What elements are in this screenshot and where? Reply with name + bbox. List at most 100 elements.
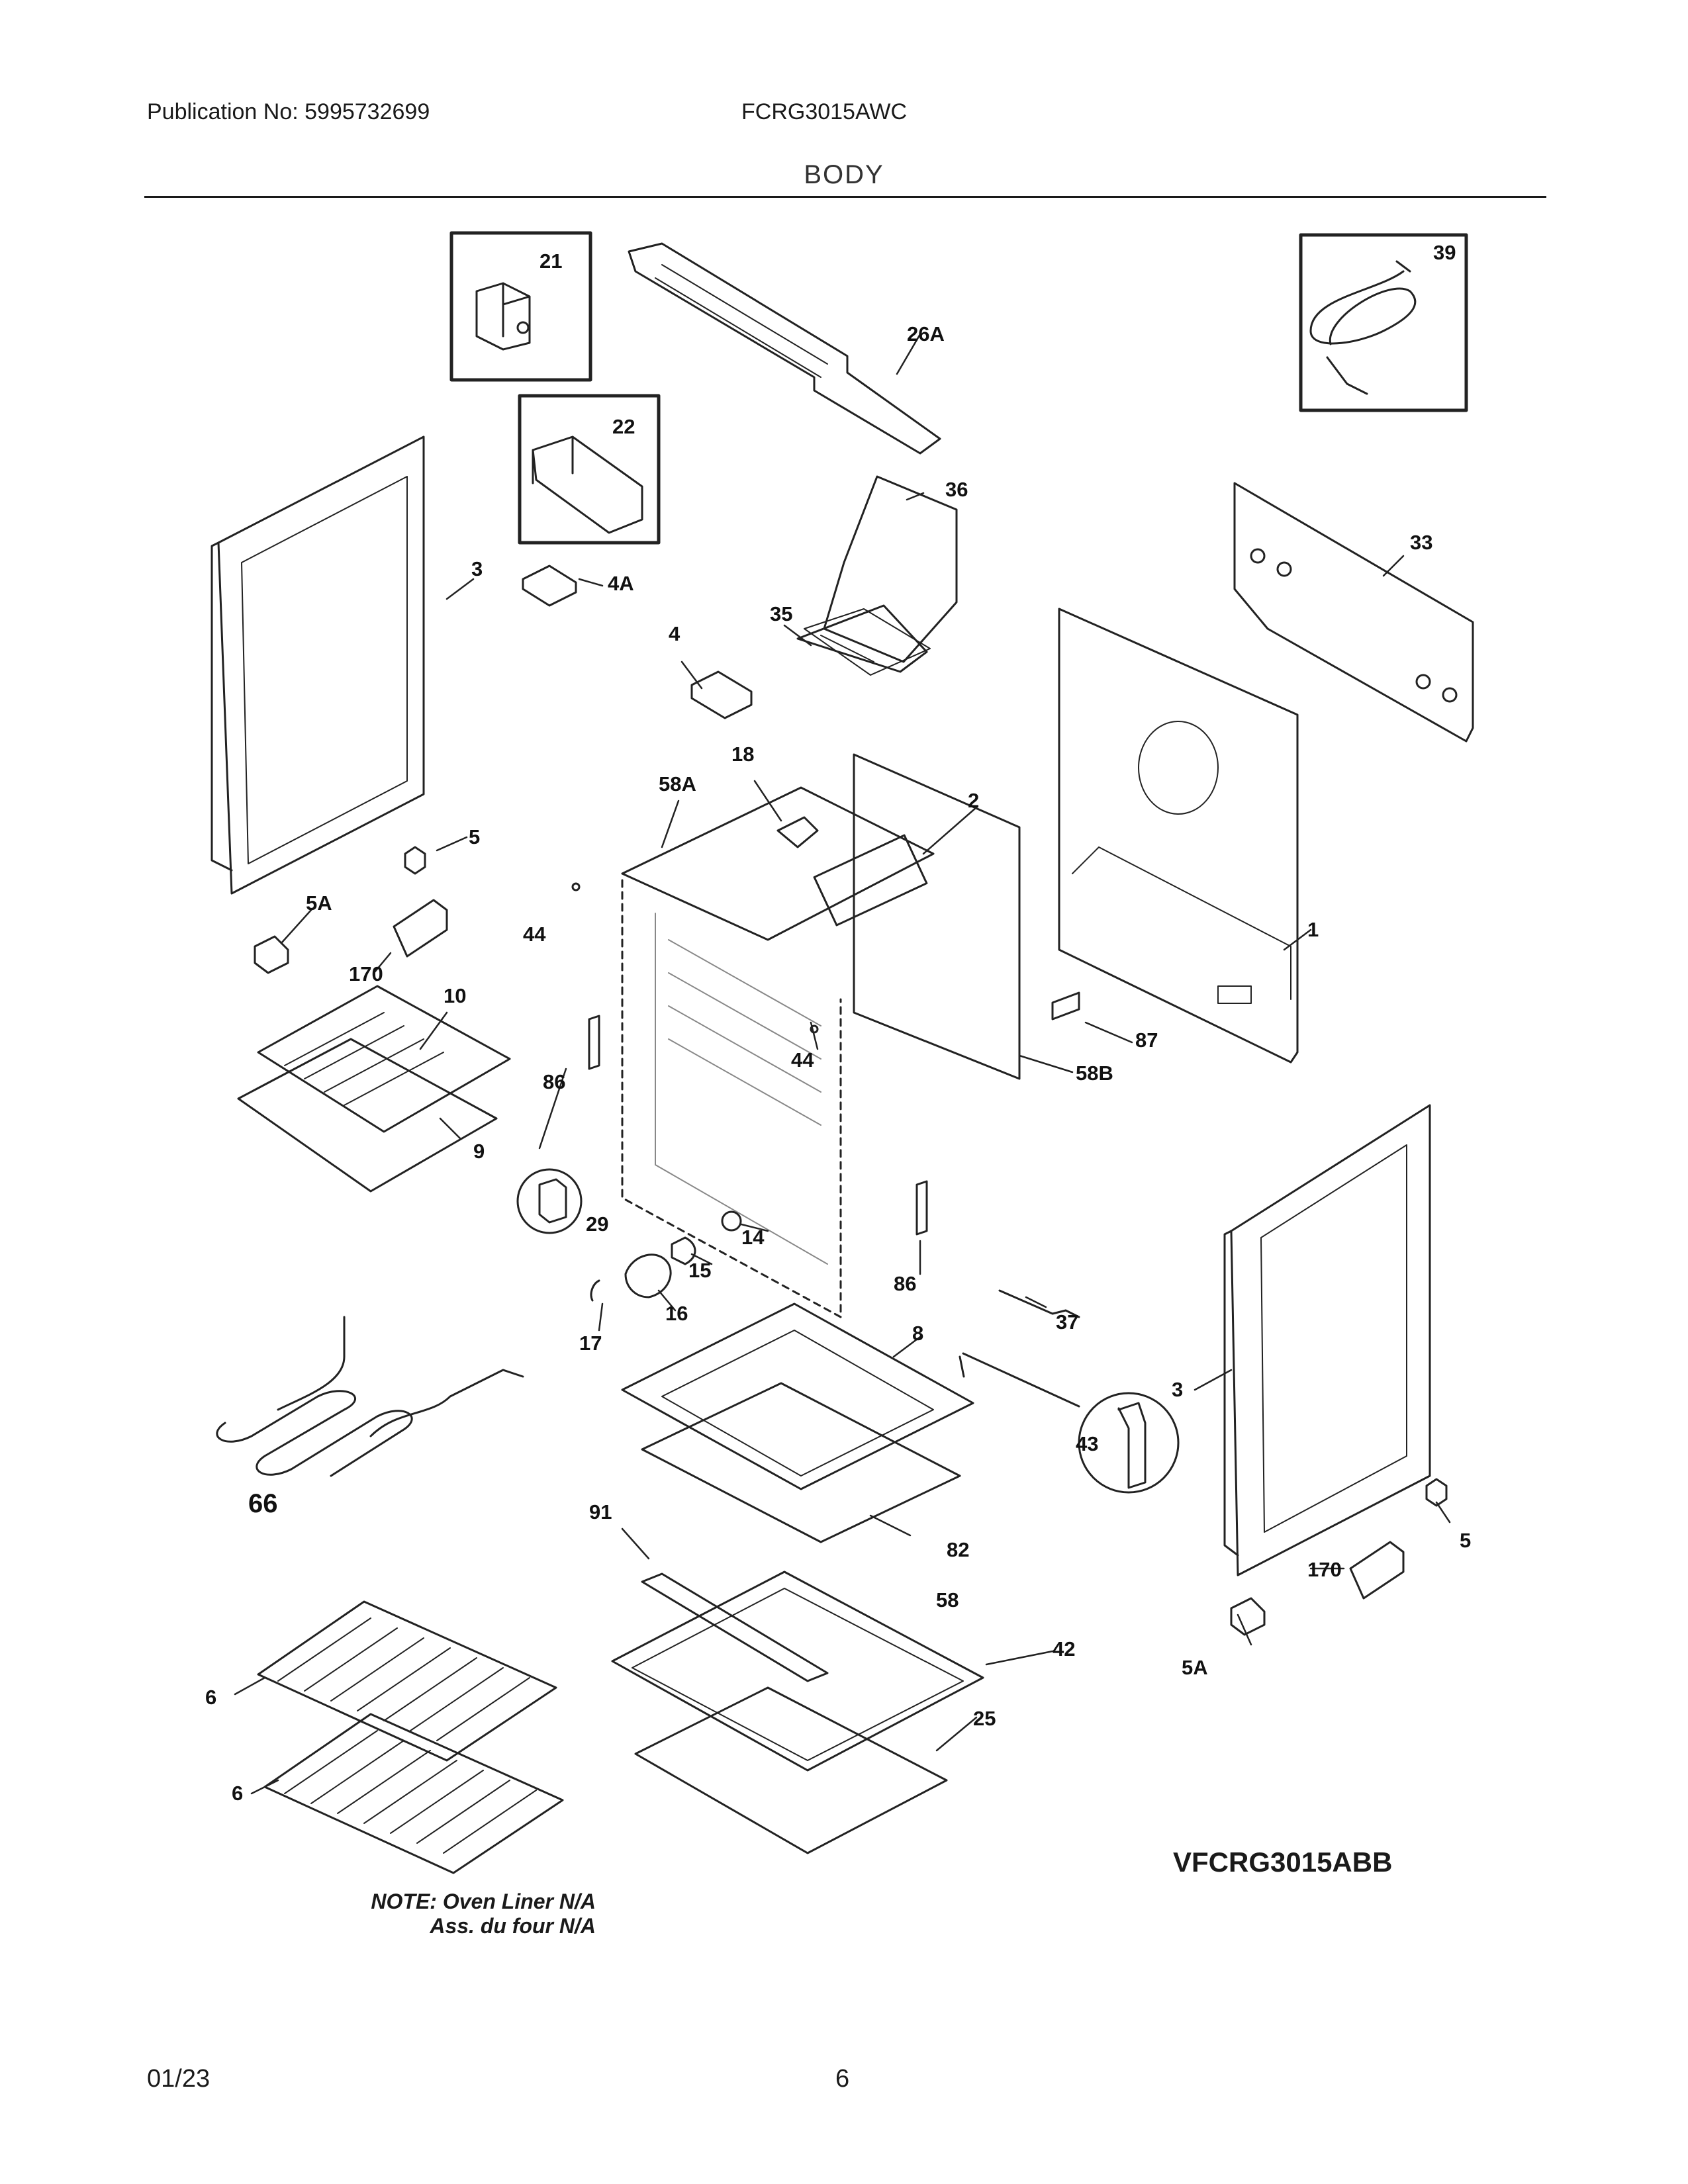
callout-label: 58 bbox=[936, 1588, 959, 1612]
part-6-oven-rack-upper bbox=[257, 1600, 557, 1762]
part-5a-leveler bbox=[1230, 1597, 1266, 1636]
part-33-hole bbox=[1276, 561, 1292, 577]
part-1-back-panel-cutout bbox=[1138, 721, 1219, 815]
part-3-right-panel-inner bbox=[1260, 1144, 1407, 1533]
callout-label: 44 bbox=[791, 1048, 814, 1071]
part-10-grid-slots bbox=[284, 1012, 444, 1106]
part-33-hole bbox=[1250, 548, 1266, 564]
part-1-back-panel-lower bbox=[1072, 846, 1291, 1000]
callout-label: 37 bbox=[1056, 1310, 1078, 1334]
part-33-hole bbox=[1415, 674, 1431, 690]
callout-label: 6 bbox=[232, 1782, 243, 1805]
part-66-element-lead bbox=[369, 1369, 524, 1437]
part-29-part bbox=[538, 1178, 567, 1224]
callout-label: 2 bbox=[968, 789, 979, 812]
part-2-vent-plate bbox=[813, 834, 928, 927]
part-6-rack-wires-upper bbox=[277, 1617, 530, 1741]
part-35-gasket-top bbox=[796, 604, 928, 673]
part-5-leveling-leg bbox=[1425, 1478, 1448, 1507]
part-10-broil-pan-grid bbox=[257, 985, 511, 1133]
part-29-detail-circle bbox=[516, 1168, 583, 1234]
part-22-drawing bbox=[532, 435, 643, 534]
part-4a-bracket bbox=[522, 565, 577, 607]
part-44-screw bbox=[571, 882, 581, 891]
part-26a-groove bbox=[655, 264, 828, 378]
callout-label: 42 bbox=[1053, 1637, 1075, 1661]
part-6-oven-rack-lower bbox=[263, 1713, 564, 1874]
part-36-vent-chute bbox=[823, 475, 958, 663]
section-title: BODY bbox=[804, 160, 884, 189]
note-line-french: Ass. du four N/A bbox=[430, 1914, 596, 1938]
part-91-rail bbox=[641, 1572, 829, 1682]
callout-label: 26A bbox=[907, 322, 945, 345]
callout-label: 3 bbox=[471, 557, 483, 580]
part-35-vent-gasket bbox=[804, 608, 931, 676]
footer-page-number: 6 bbox=[835, 2065, 850, 2093]
part-42-drawer-panel bbox=[611, 1570, 984, 1772]
callout-label: 6 bbox=[205, 1686, 216, 1709]
callout-label: 4A bbox=[608, 572, 634, 595]
callout-label: 35 bbox=[770, 602, 792, 625]
part-15-bulb bbox=[671, 1236, 696, 1265]
callout-label: 36 bbox=[945, 478, 968, 501]
part-43-detail-circle bbox=[1078, 1392, 1180, 1494]
part-3-left-side-panel bbox=[217, 435, 425, 895]
callout-label: 5A bbox=[1182, 1656, 1208, 1679]
callout-label: 14 bbox=[741, 1226, 765, 1249]
callout-label: 43 bbox=[1076, 1432, 1098, 1455]
part-170-bracket bbox=[393, 899, 448, 958]
footer-date: 01/23 bbox=[147, 2065, 211, 2093]
part-5a-leveler bbox=[254, 935, 289, 974]
part-21-box bbox=[449, 231, 592, 382]
callout-label: 8 bbox=[912, 1322, 923, 1345]
part-9-broil-pan bbox=[237, 1038, 498, 1193]
callout-leaders bbox=[234, 333, 1451, 1795]
note-line-english: NOTE: Oven Liner N/A bbox=[371, 1889, 596, 1913]
callout-label: 5 bbox=[1460, 1529, 1471, 1552]
callout-label: 1 bbox=[1307, 918, 1319, 941]
header-divider bbox=[144, 196, 1546, 198]
callout-label: 29 bbox=[586, 1212, 608, 1236]
part-82-baffle bbox=[641, 1382, 961, 1543]
part-26a-bracket bbox=[628, 242, 941, 455]
part-16-lens-cover bbox=[624, 1253, 672, 1298]
part-1-back-panel bbox=[1058, 608, 1299, 1064]
callout-label: 58B bbox=[1076, 1062, 1113, 1085]
part-4-bracket bbox=[690, 670, 753, 719]
part-39-box bbox=[1299, 233, 1468, 412]
part-8-bottom-inner bbox=[661, 1330, 934, 1477]
callout-label: 170 bbox=[349, 962, 383, 985]
publication-number: Publication No: 5995732699 bbox=[147, 99, 430, 124]
part-22-box bbox=[518, 394, 661, 545]
part-66-bake-element bbox=[216, 1316, 413, 1477]
part-39-cord bbox=[1309, 260, 1417, 395]
callout-label: 5 bbox=[469, 825, 480, 848]
callout-label: 18 bbox=[731, 743, 754, 766]
callout-label: 17 bbox=[579, 1332, 602, 1355]
part-43-screw bbox=[1117, 1402, 1147, 1489]
part-21-drawing bbox=[475, 282, 531, 351]
part-5-leveling-leg bbox=[404, 846, 426, 875]
part-3-right-panel-edge bbox=[1223, 1230, 1239, 1557]
callout-label: 87 bbox=[1135, 1028, 1158, 1052]
variant-model-number: VFCRG3015ABB bbox=[1173, 1846, 1393, 1878]
callout-label: 91 bbox=[589, 1500, 612, 1524]
part-1-back-panel-slot bbox=[1217, 985, 1252, 1004]
part-18-bracket bbox=[776, 816, 819, 848]
part-37-sensor bbox=[998, 1289, 1080, 1318]
part-42-panel-inner bbox=[632, 1588, 964, 1761]
part-43-leader bbox=[962, 1352, 1080, 1408]
callout-label: 82 bbox=[947, 1538, 969, 1561]
callout-label: 33 bbox=[1410, 531, 1432, 554]
part-58b-insulation-side bbox=[853, 753, 1021, 1080]
part-58-cavity-racks-guide bbox=[655, 913, 828, 1265]
callout-label: 9 bbox=[473, 1140, 485, 1163]
part-58-oven-cavity bbox=[621, 879, 842, 1318]
callout-label: 170 bbox=[1307, 1558, 1342, 1581]
callout-label: 10 bbox=[444, 984, 466, 1007]
part-86-bracket-right bbox=[915, 1180, 928, 1236]
part-3-left-panel-inner bbox=[241, 476, 408, 864]
callout-labels: 21 26A 39 22 36 33 3 4A 35 4 18 58A 2 5 … bbox=[205, 241, 1471, 1805]
part-21-hole bbox=[516, 321, 530, 334]
